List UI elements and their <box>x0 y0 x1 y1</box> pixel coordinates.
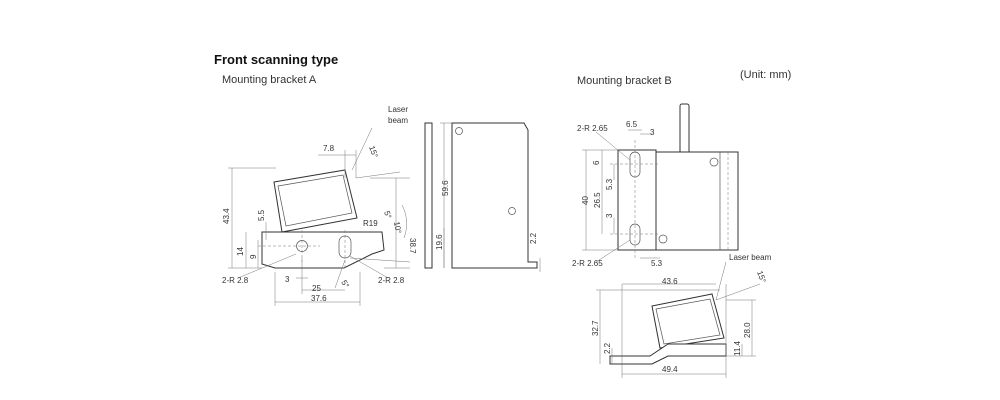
side-view-hole-mid <box>508 207 516 215</box>
slot-b-bottom <box>629 223 641 246</box>
dim-a-10deg: 10° <box>392 221 403 234</box>
screw-b-top <box>709 157 719 167</box>
dim-a-3: 3 <box>285 275 290 284</box>
dim-b-40: 40 <box>581 196 590 205</box>
dim-a-15deg: 15° <box>367 145 380 159</box>
dim-b-3-v: 3 <box>605 213 614 218</box>
bracket-a-label: Mounting bracket A <box>222 74 317 86</box>
dim-b-43-6: 43.6 <box>662 277 678 286</box>
dim-b-15deg: 15° <box>755 270 768 284</box>
dim-b-49-4: 49.4 <box>662 365 678 374</box>
dim-a-14: 14 <box>236 247 245 256</box>
dim-a-2r28-right: 2-R 2.8 <box>378 276 405 285</box>
bracket-b-side-view <box>596 261 761 378</box>
bracket-a-plate <box>261 231 385 269</box>
dim-a-43-4: 43.4 <box>222 208 231 224</box>
bracket-a-front-view <box>228 127 411 306</box>
dim-b-28-0: 28.0 <box>743 322 752 338</box>
unit-label: (Unit: mm) <box>740 69 792 81</box>
side-view-bracket-a <box>451 122 538 269</box>
dim-b-32-7: 32.7 <box>591 320 600 336</box>
dim-a-7-8: 7.8 <box>323 144 335 153</box>
dim-b-2-2: 2.2 <box>603 342 612 354</box>
dim-a-37-6: 37.6 <box>311 294 327 303</box>
dim-a-19-6: 19.6 <box>435 234 444 250</box>
dim-b-26-5: 26.5 <box>593 192 602 208</box>
bracket-b-top-view <box>582 103 739 263</box>
dim-b-2r265-top: 2-R 2.65 <box>577 124 608 133</box>
dim-a-2r28-left: 2-R 2.8 <box>222 276 249 285</box>
laser-beam-label-a-1: Laser <box>388 105 408 114</box>
bracket-b-side-plate <box>609 343 727 365</box>
dim-b-3-top: 3 <box>650 128 655 137</box>
bracket-b-label: Mounting bracket B <box>577 75 672 87</box>
page-title: Front scanning type <box>214 52 339 67</box>
side-view-hole-top <box>455 127 463 135</box>
sensor-body-b-side <box>651 293 725 349</box>
dim-b-2r265-bottom: 2-R 2.65 <box>572 259 603 268</box>
sensor-window-a <box>277 174 353 227</box>
laser-beam-label-b: Laser beam <box>729 253 772 262</box>
side-view-plate-a <box>424 122 433 269</box>
dim-a-25: 25 <box>312 284 321 293</box>
screw-b-bottom <box>658 234 668 244</box>
dim-b-5-3-v: 5.3 <box>605 178 614 190</box>
bracket-a-side-view <box>424 122 541 272</box>
sensor-body-a <box>273 169 358 233</box>
dim-b-11-4: 11.4 <box>733 340 742 356</box>
laser-beam-label-a-2: beam <box>388 116 408 125</box>
dim-a-5deg: 5° <box>382 210 393 220</box>
mount-slot-a-right <box>338 235 352 259</box>
cable-b <box>679 103 690 155</box>
dim-b-6-5: 6.5 <box>626 120 638 129</box>
dim-b-5-3-h: 5.3 <box>651 259 663 268</box>
dim-a-r19: R19 <box>363 219 378 228</box>
dim-b-6: 6 <box>592 160 601 165</box>
dim-a-38-7: 38.7 <box>408 238 417 254</box>
dim-a-59-6: 59.6 <box>441 180 450 196</box>
dim-a-5-5: 5.5 <box>257 209 266 221</box>
sensor-body-b <box>655 151 739 251</box>
dim-a-9: 9 <box>249 254 258 259</box>
dim-a-2-2: 2.2 <box>529 232 538 244</box>
bracket-b-plate <box>617 149 657 251</box>
slot-b-top <box>629 151 641 178</box>
dim-a-5deg-b: 5° <box>339 279 351 290</box>
